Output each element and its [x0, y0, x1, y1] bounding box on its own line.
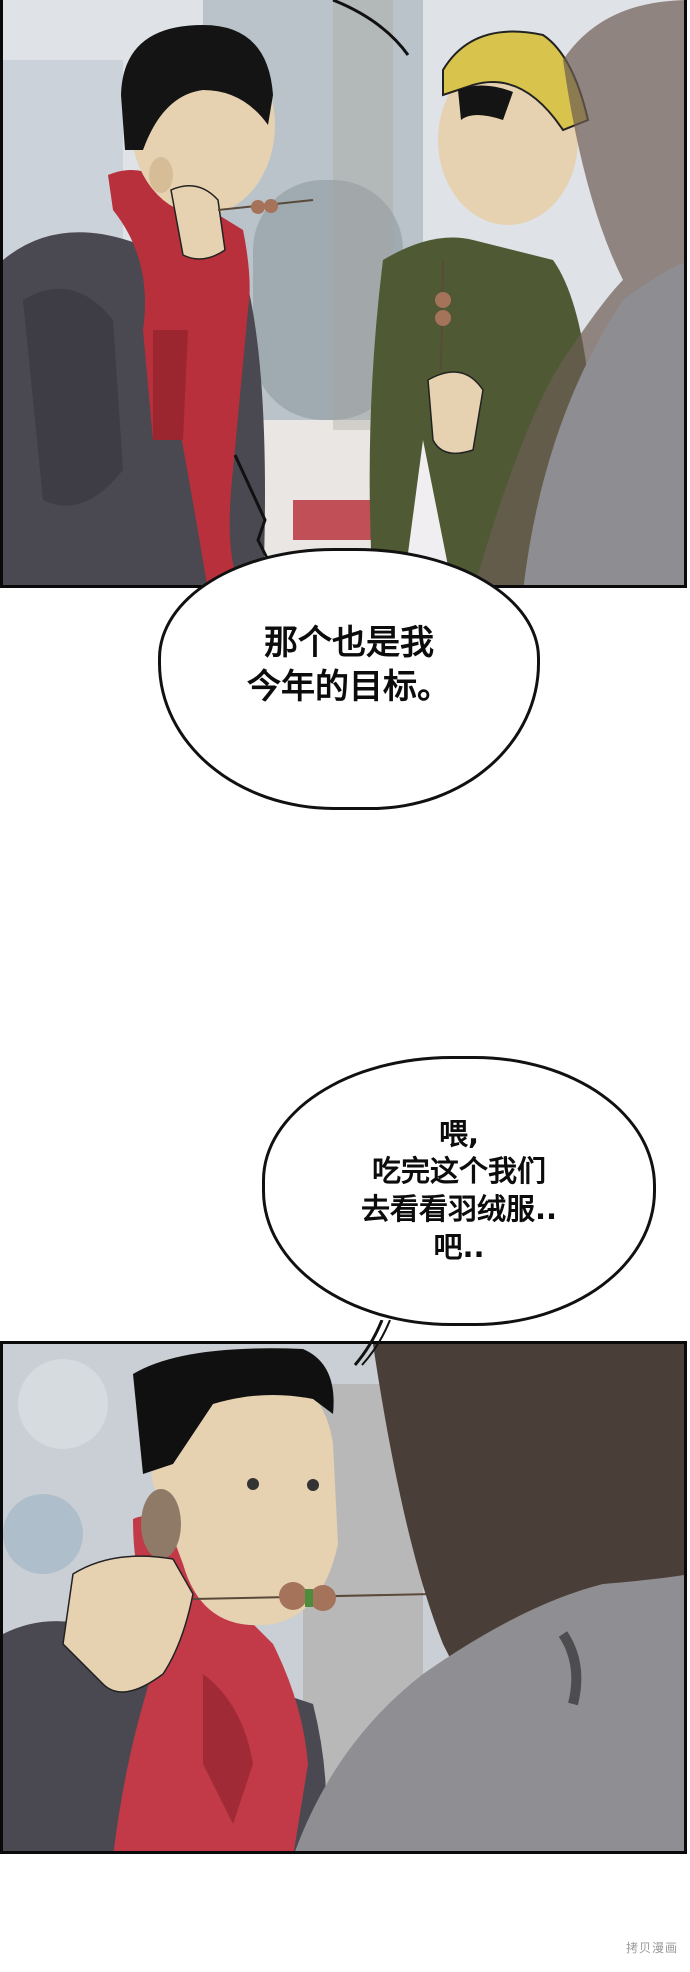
speech-bubble-2-text: 喂, 吃完这个我们 去看看羽绒服.. 吧..: [361, 1116, 557, 1267]
bubble-2-line-3: 去看看羽绒服..: [360, 1192, 558, 1226]
bubble-2-line-2: 吃完这个我们: [371, 1154, 546, 1189]
bubble-1-line-2: 今年的目标。: [247, 667, 451, 707]
bubble-2-line-4: 吧..: [433, 1229, 485, 1264]
speech-bubble-1-text: 那个也是我 今年的目标。: [247, 621, 451, 709]
watermark: 拷贝漫画: [625, 1941, 678, 1955]
panel-2-illustration: [3, 1344, 684, 1851]
speech-bubble-2-tail: [353, 1320, 391, 1366]
speech-bubble-1: 那个也是我 今年的目标。: [158, 548, 540, 810]
panel-1: [0, 0, 687, 588]
panel-1-illustration: [3, 0, 684, 585]
speech-bubble-2: 喂, 吃完这个我们 去看看羽绒服.. 吧..: [262, 1056, 656, 1326]
panel-2: [0, 1341, 687, 1854]
bubble-2-line-1: 喂,: [438, 1116, 479, 1151]
bubble-1-line-1: 那个也是我: [264, 622, 434, 663]
